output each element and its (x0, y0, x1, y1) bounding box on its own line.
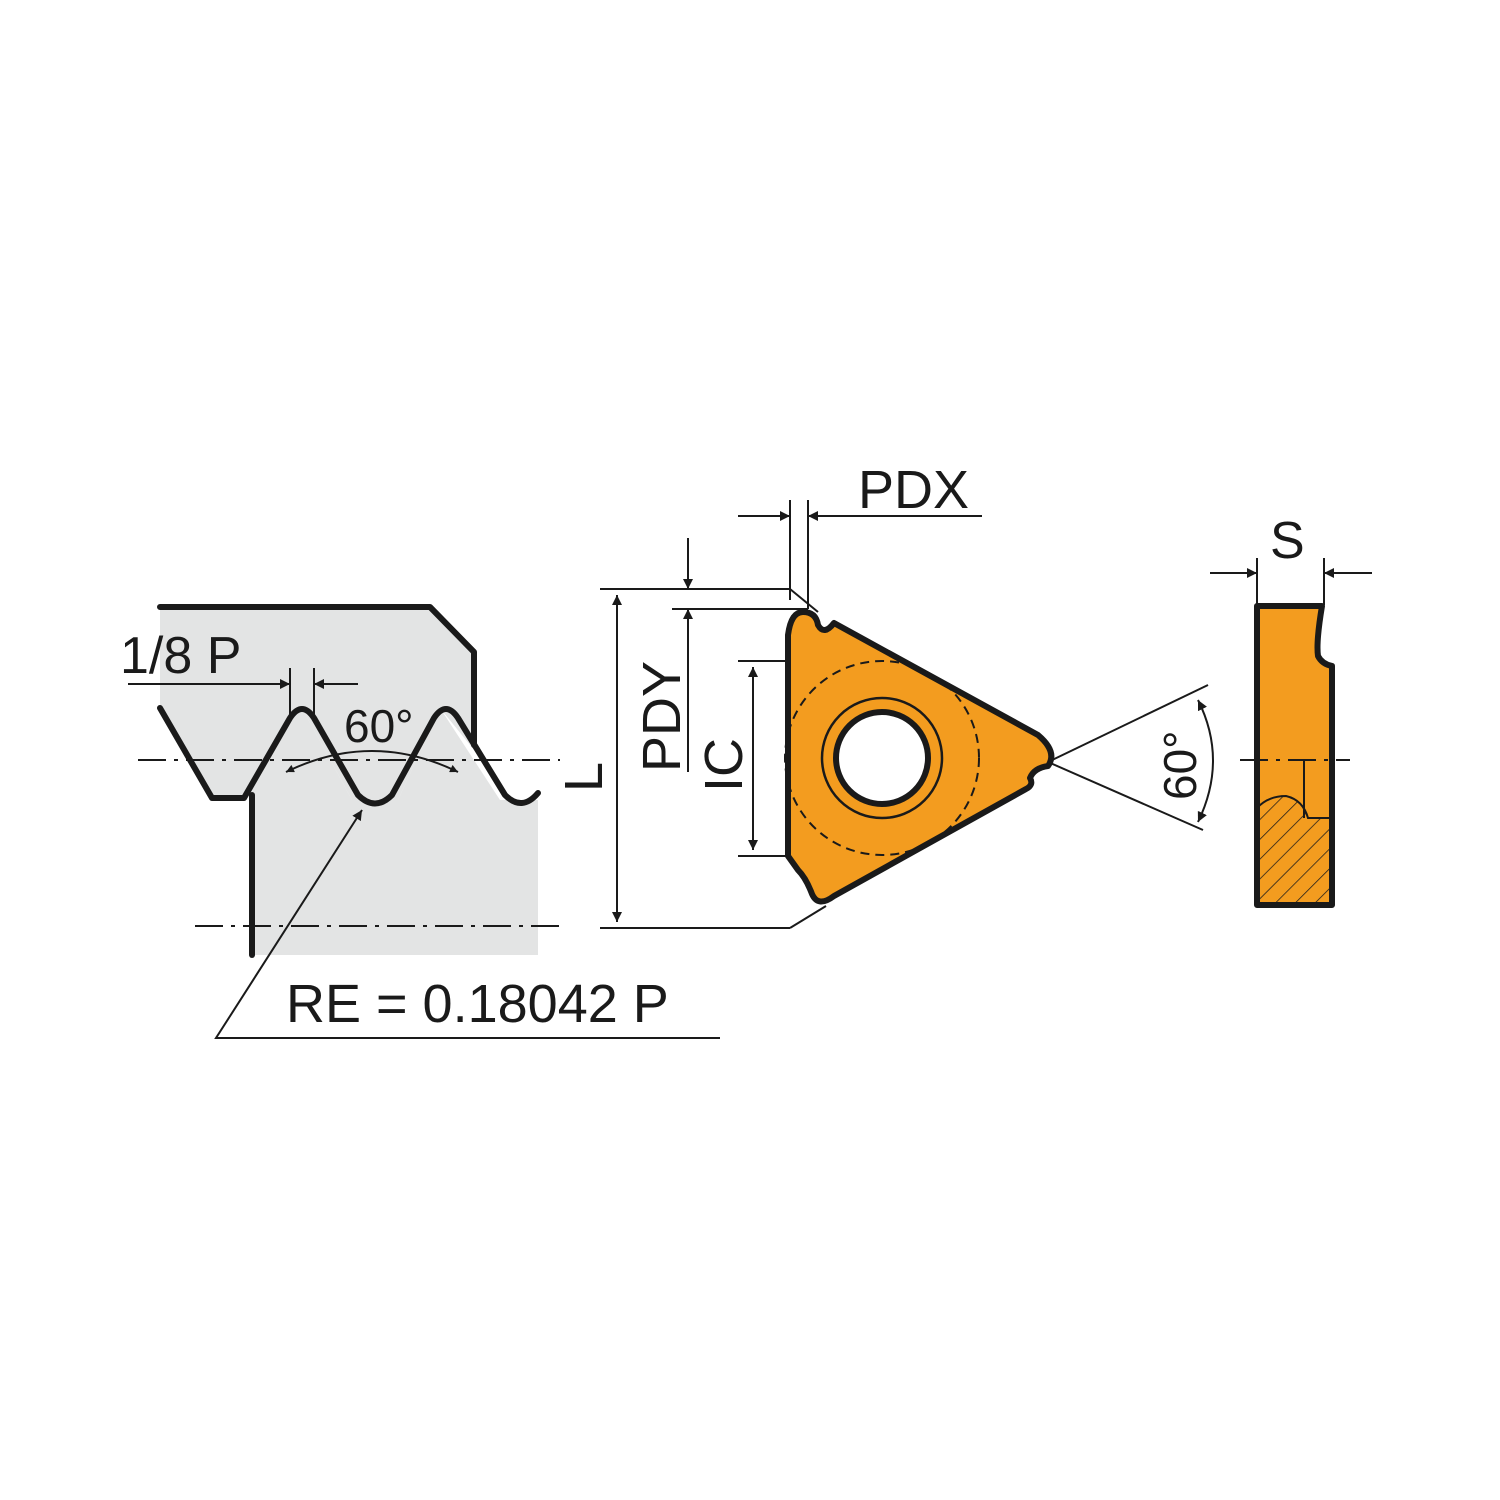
inscribed-circle (784, 660, 980, 856)
tool-outline (157, 604, 477, 748)
pitch-fraction-label: 1/8 P (120, 627, 241, 685)
clamping-hole-inner (833, 709, 931, 807)
length-label: L (554, 762, 614, 792)
insert-section-hatch (1255, 794, 1331, 904)
ic-label: IC (694, 738, 754, 792)
insert-angle-line-lower (1047, 761, 1204, 831)
insert-angle-arc (1197, 699, 1214, 823)
radius-leader-line (214, 809, 720, 1039)
thread-profile-view: 1/8 P 60° RE = 0.18042 P (120, 604, 720, 1039)
insert-top-view: L PDY IC PDX 60° (554, 460, 1214, 929)
pdx-label: PDX (858, 460, 969, 520)
insert-side-view: S (1210, 512, 1372, 908)
pdy-label: PDY (632, 661, 692, 772)
corner-construction-top (789, 588, 819, 613)
insert-angle-label: 60° (1154, 730, 1206, 800)
thickness-label: S (1270, 512, 1305, 570)
thread-profile-line (157, 705, 541, 807)
radius-formula-label: RE = 0.18042 P (286, 974, 669, 1034)
thread-angle-arc (285, 750, 459, 773)
insert-angle-line-upper (1047, 684, 1209, 763)
thread-angle-label: 60° (344, 700, 414, 752)
corner-construction-bottom (789, 905, 827, 929)
